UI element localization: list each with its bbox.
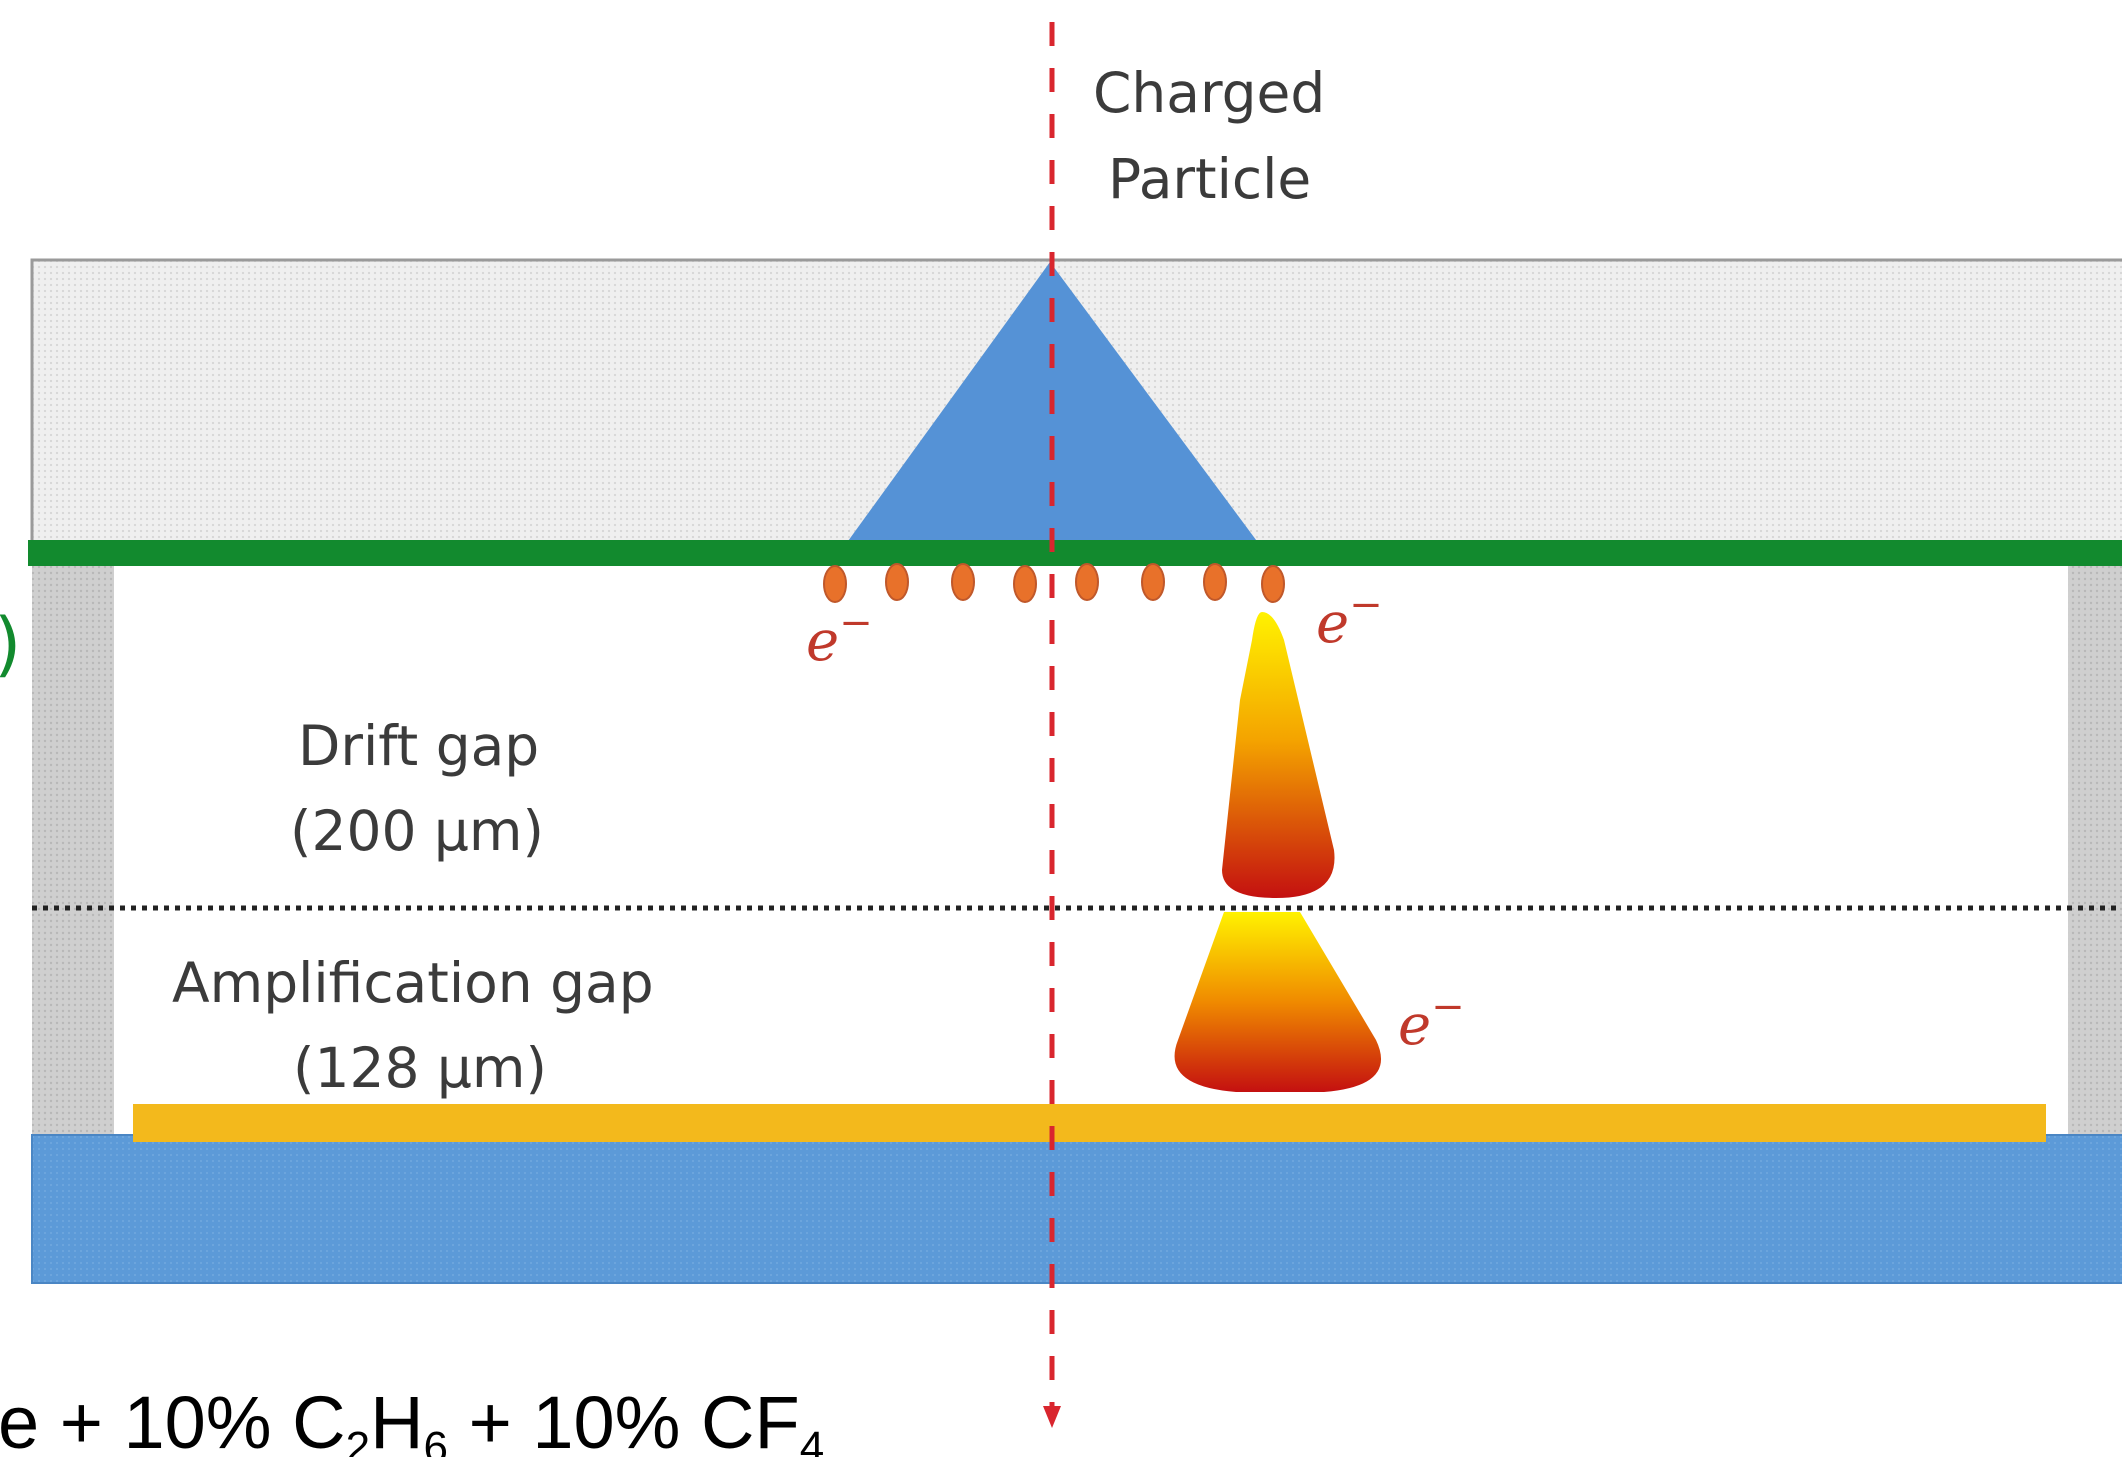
electron-dot: [823, 565, 847, 603]
electron-symbol: e: [1316, 591, 1349, 656]
left-edge-fragment: ): [0, 603, 21, 685]
gas-sub-3: 4: [800, 1423, 824, 1457]
electron-label-right: e−: [1316, 582, 1383, 656]
gas-part-3: + 10% CF: [448, 1381, 800, 1457]
left-pillar: [32, 560, 114, 1138]
amp-gap-size: (128 μm): [293, 1036, 547, 1100]
track-arrowhead: [1043, 1406, 1061, 1428]
gas-sub-1: 2: [346, 1423, 370, 1457]
readout-strip: [133, 1104, 2046, 1142]
gas-part-2: H: [370, 1381, 423, 1457]
electron-dot: [1261, 565, 1285, 603]
right-pillar: [2068, 560, 2122, 1138]
drift-trail: [1222, 612, 1335, 898]
gas-mixture-label: e + 10% C2H6 + 10% CF4: [0, 1381, 824, 1457]
electron-charge: −: [1431, 984, 1465, 1030]
electron-dot: [1013, 565, 1037, 603]
drift-gap-size: (200 μm): [290, 799, 544, 863]
electron-symbol: e: [806, 609, 839, 674]
electron-dot: [885, 563, 909, 601]
cathode-plane: [28, 540, 2122, 566]
gas-sub-2: 6: [424, 1423, 448, 1457]
electron-dot: [1203, 563, 1227, 601]
particle-label-line2: Particle: [1108, 147, 1311, 211]
particle-label-line1: Charged: [1093, 61, 1325, 125]
electron-charge: −: [1349, 582, 1383, 628]
electron-symbol: e: [1398, 993, 1431, 1058]
substrate: [31, 1134, 2122, 1284]
avalanche: [1174, 912, 1382, 1092]
drift-gap-label: Drift gap: [298, 714, 539, 778]
electron-dot: [1075, 563, 1099, 601]
electron-dot: [1141, 563, 1165, 601]
primary-electrons: [823, 563, 1285, 603]
electron-label-avalanche: e−: [1398, 984, 1465, 1058]
electron-charge: −: [839, 600, 873, 646]
electron-dot: [951, 563, 975, 601]
electron-label-left: e−: [806, 600, 873, 674]
gas-part-1: e + 10% C: [0, 1381, 346, 1457]
amp-gap-label: Amplification gap: [172, 951, 654, 1015]
